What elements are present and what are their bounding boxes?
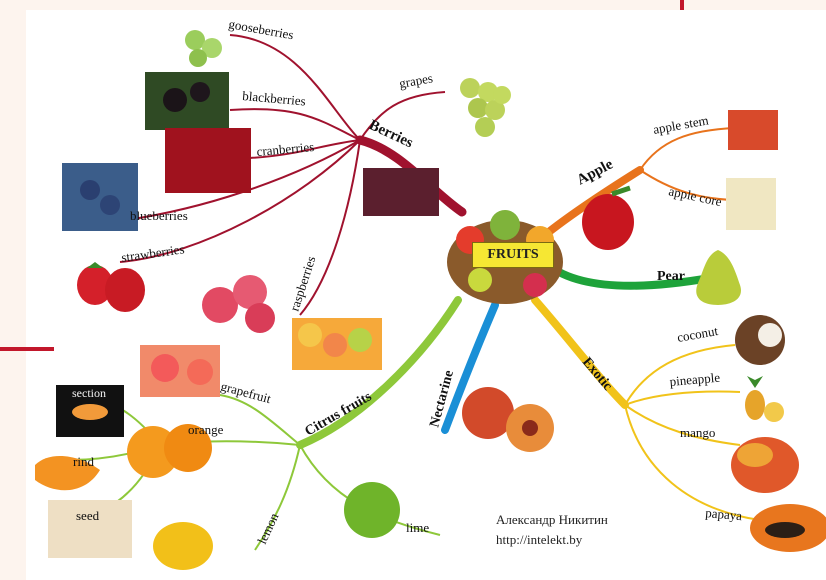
branch-nectarine <box>441 301 499 434</box>
leaf-label-grapefruit: grapefruit <box>219 378 273 406</box>
leaf-label-strawberries: strawberries <box>120 241 185 265</box>
branch-label-pear: Pear <box>657 269 685 284</box>
leaf-label-blackberries: blackberries <box>242 88 307 108</box>
apple-stem-image <box>728 110 778 150</box>
branch-label-citrus: Citrus fruits <box>303 389 375 439</box>
leaf-label-apple-stem: apple stem <box>652 112 710 136</box>
seed-image <box>48 500 132 558</box>
leaf-label-cranberries: cranberries <box>256 139 315 159</box>
branch-apple <box>541 127 741 239</box>
raspberries-image <box>202 275 275 333</box>
center-topic-label: FRUITS <box>472 242 554 268</box>
gooseberries-image <box>185 30 222 67</box>
branch-label-exotic: Exotic <box>579 355 615 394</box>
decorative-bar-left <box>0 347 54 351</box>
leaf-label-apple-core: apple core <box>667 183 723 209</box>
leaf-label-rind: rind <box>73 454 94 469</box>
cranberries-image <box>165 128 251 193</box>
lemon-image <box>153 522 213 570</box>
nectarine-image <box>462 387 554 452</box>
decorative-bar-top <box>680 0 684 10</box>
rind-image <box>35 455 100 491</box>
branch-label-apple: Apple <box>574 156 616 188</box>
author-name: Александр Никитин <box>496 512 608 527</box>
leaf-label-seed: seed <box>76 508 100 523</box>
branch-pear <box>544 261 714 290</box>
blackberries-image <box>145 72 229 130</box>
leaf-label-papaya: papaya <box>705 505 743 523</box>
apple-image <box>582 185 634 250</box>
branch-exotic <box>531 296 761 521</box>
grapes-image <box>460 78 511 137</box>
leaf-label-mango: mango <box>680 425 715 440</box>
leaf-label-orange: orange <box>188 422 224 437</box>
leaf-label-blueberries: blueberries <box>130 208 188 223</box>
pear-image <box>696 250 741 305</box>
leaf-label-gooseberries: gooseberries <box>227 16 294 42</box>
blueberries-image <box>62 163 138 231</box>
pineapple-image <box>745 376 784 422</box>
leaf-label-pineapple: pineapple <box>669 370 721 389</box>
leaf-label-grapes: grapes <box>398 70 434 91</box>
author-url[interactable]: http://intelekt.by <box>496 532 583 547</box>
mixed-berries-image <box>363 168 439 216</box>
apple-core-image <box>726 178 776 230</box>
leaf-label-coconut: coconut <box>676 323 720 345</box>
leaf-label-lime: lime <box>406 520 429 535</box>
leaf-label-lemon: lemon <box>254 510 282 546</box>
branch-citrus <box>69 296 462 551</box>
fruit-basket-image <box>447 210 563 304</box>
leaf-label-section: section <box>72 386 106 400</box>
strawberries-image <box>77 262 145 312</box>
leaf-label-raspberries: raspberries <box>287 254 319 313</box>
lime-image <box>344 482 400 538</box>
